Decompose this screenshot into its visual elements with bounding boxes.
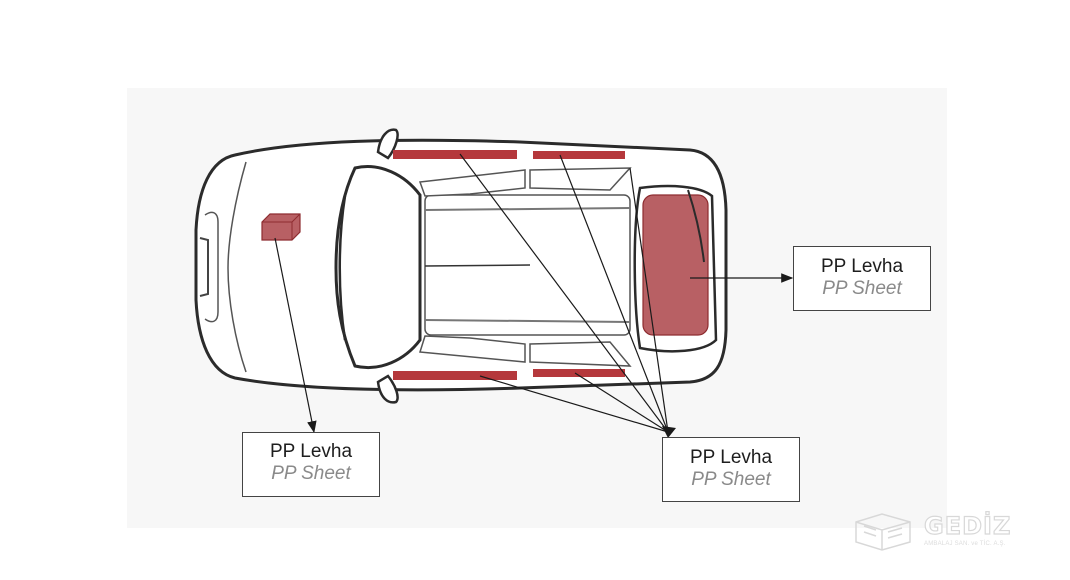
- label-side-sheets: PP Levha PP Sheet: [662, 437, 800, 502]
- windshield: [334, 165, 422, 369]
- hood-line: [227, 161, 247, 373]
- leader-upper-front: [459, 153, 669, 433]
- window-upper-front: [418, 169, 526, 197]
- mirror-lower: [376, 374, 399, 404]
- label-subtitle: PP Sheet: [691, 468, 771, 490]
- leader-lower-rear: [574, 372, 669, 433]
- wiper-front: [338, 195, 347, 341]
- mirror-upper: [376, 128, 399, 160]
- front-bumper: [204, 211, 219, 323]
- car-body: [194, 128, 728, 404]
- sheet-rear-window: [642, 194, 709, 336]
- label-engine-sheet: PP Levha PP Sheet: [242, 432, 380, 497]
- label-rear-window-sheet: PP Levha PP Sheet: [793, 246, 931, 311]
- gediz-logo: GEDİZ AMBALAJ SAN. ve TİC. A.Ş.: [852, 508, 1022, 558]
- wiper-rear: [687, 189, 705, 263]
- leader-junction-arrow: [662, 426, 676, 438]
- sheet-engine-box-edges: [262, 213, 301, 240]
- label-title: PP Levha: [820, 256, 904, 277]
- roof-antenna: [424, 264, 531, 267]
- logo-wordmark: GEDİZ: [923, 511, 1012, 540]
- window-upper-rear: [529, 167, 632, 191]
- sheet-engine-box: [261, 213, 301, 241]
- sheet-lower-rear: [533, 369, 625, 377]
- roof-rails: [424, 207, 631, 323]
- leader-upper-rear-end: [629, 167, 669, 433]
- label-subtitle: PP Sheet: [822, 277, 902, 299]
- label-title: PP Levha: [689, 447, 773, 468]
- sheet-upper-rear: [533, 151, 625, 159]
- leader-upper-rear: [559, 154, 669, 433]
- logo-truck-icon: [855, 513, 911, 551]
- logo-tagline: AMBALAJ SAN. ve TİC. A.Ş.: [924, 541, 1006, 547]
- pp-sheets: [261, 150, 709, 380]
- leader-engine: [274, 237, 317, 434]
- sheet-upper-front: [393, 150, 517, 159]
- leader-lower-front: [479, 375, 669, 433]
- front-grille: [199, 237, 209, 297]
- sheet-lower-front: [393, 371, 517, 380]
- label-subtitle: PP Sheet: [271, 462, 351, 484]
- label-title: PP Levha: [269, 441, 353, 462]
- leader-lines: [274, 153, 794, 434]
- window-lower-front: [419, 335, 526, 363]
